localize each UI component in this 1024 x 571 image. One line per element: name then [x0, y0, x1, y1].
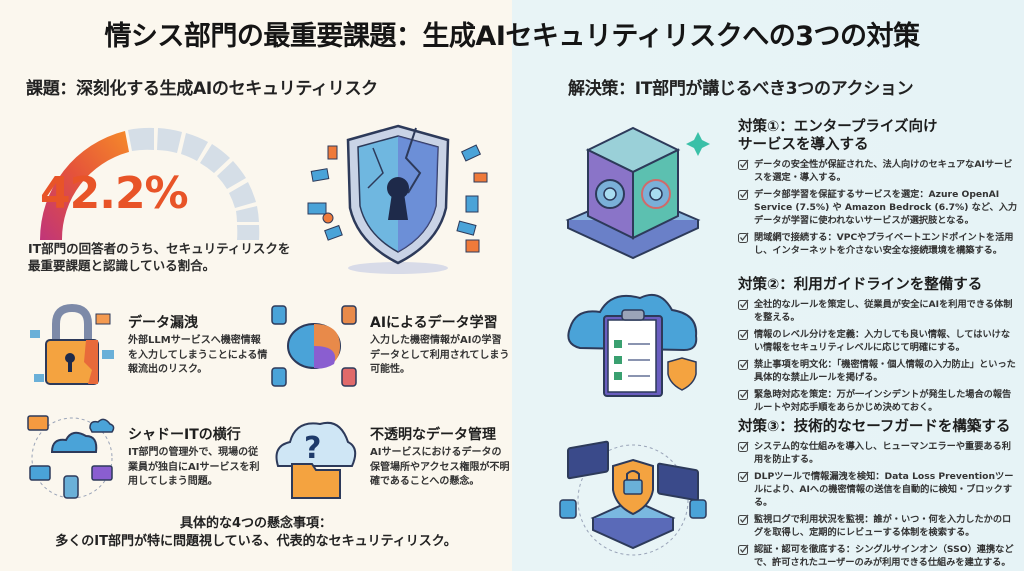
checkbox-icon	[738, 389, 749, 400]
checklist-item: 認証・認可を徹底する：シングルサインオン（SSO）連携などで、許可されたユーザー…	[738, 543, 1018, 569]
checklist-item: データ部学習を保証するサービスを選定：Azure OpenAI Service …	[738, 188, 1018, 227]
action-title: 対策①：エンタープライズ向けサービスを導入する	[738, 119, 938, 153]
risk-title: AIによるデータ学習	[370, 315, 498, 331]
checkbox-icon	[738, 514, 749, 525]
risk-desc: 外部LLMサービスへ機密情報を入力してしまうことによる情報流出のリスク。	[128, 335, 268, 375]
risk-item-ai-learning: AIによるデータ学習 入力した機密情報がAIの学習データとして利用されてしまう可…	[268, 300, 510, 400]
checklist-item: データの安全性が保証された、法人向けのセキュアなAIサービスを選定・導入する。	[738, 158, 1018, 184]
risk-item-opaque-data: ? 不透明なデータ管理 AIサービスにおけるデータの保管場所やアクセス権限が不明…	[268, 412, 510, 512]
checkbox-icon	[738, 441, 749, 452]
checklist-item: 監視ログで利用状況を監視：誰が・いつ・何を入力したかのログを取得し、定期的にレビ…	[738, 513, 1018, 539]
action-title: 対策②：利用ガイドラインを整備する	[738, 277, 983, 293]
footer-line-2: 多くのIT部門が特に問題視している、代表的なセキュリティリスク。	[55, 534, 457, 549]
main-title: 情シス部門の最重要課題：生成AIセキュリティリスクへの3つの対策	[104, 21, 920, 52]
section-title-solution: 解決策：IT部門が講じるべき3つのアクション	[568, 79, 914, 99]
checklist-item: 禁止事項を明文化：「機密情報・個人情報の入力防止」といった具体的な禁止ルールを掲…	[738, 358, 1018, 384]
action-2: 対策②：利用ガイドラインを整備する 全社的なルールを策定し、従業員が安全にAIを…	[738, 276, 1018, 418]
risk-title: データ漏洩	[128, 315, 198, 331]
action-checklist: 全社的なルールを策定し、従業員が安全にAIを利用できる体制を整える。 情報のレベ…	[738, 298, 1018, 414]
risk-title: 不透明なデータ管理	[370, 427, 496, 443]
checklist-item: システム的な仕組みを導入し、ヒューマンエラーや重要ある利用を防止する。	[738, 440, 1018, 466]
shadow-it-network-icon	[27, 415, 115, 499]
checklist-item: DLPツールで情報漏洩を検知：Data Loss Preventionツールによ…	[738, 470, 1018, 509]
secure-vault-icon	[565, 126, 710, 260]
risk-desc: IT部門の管理外で、現場の従業員が独自にAIサービスを利用してしまう問題。	[128, 447, 260, 487]
action-3: 対策③：技術的なセーフガードを構築する システム的な仕組みを導入し、ヒューマンエ…	[738, 418, 1018, 571]
footer-note: 具体的な4つの懸念事項： 多くのIT部門が特に問題視している、代表的なセキュリテ…	[0, 515, 512, 551]
cloud-question-folder-icon: ?	[275, 421, 357, 499]
risk-desc: AIサービスにおけるデータの保管場所やアクセス権限が不明確であることへの懸念。	[370, 447, 510, 487]
action-checklist: データの安全性が保証された、法人向けのセキュアなAIサービスを選定・導入する。 …	[738, 158, 1018, 257]
checklist-item: 閉域網で接続する：VPCやプライベートエンドポイントを活用し、インターネットを介…	[738, 231, 1018, 257]
broken-shield-icon	[307, 124, 488, 274]
ai-brain-database-icon	[271, 305, 357, 387]
action-checklist: システム的な仕組みを導入し、ヒューマンエラーや重要ある利用を防止する。 DLPツ…	[738, 440, 1018, 569]
section-title-challenge: 課題：深刻化する生成AIのセキュリティリスク	[26, 79, 378, 99]
checkbox-icon	[738, 189, 749, 200]
risk-desc: 入力した機密情報がAIの学習データとして利用されてしまう可能性。	[370, 335, 510, 375]
checkbox-icon	[738, 159, 749, 170]
checkbox-icon	[738, 329, 749, 340]
checkbox-icon	[738, 299, 749, 310]
checklist-item: 全社的なルールを策定し、従業員が安全にAIを利用できる体制を整える。	[738, 298, 1018, 324]
risk-item-shadow-it: シャドーITの横行 IT部門の管理外で、現場の従業員が独自にAIサービスを利用し…	[26, 412, 266, 512]
action-1: 対策①：エンタープライズ向けサービスを導入する データの安全性が保証された、法人…	[738, 118, 1018, 261]
checkbox-icon	[738, 544, 749, 555]
checklist-item: 緊急時対応を策定：万が一インシデントが発生した場合の報告ルートや対応手順をあらか…	[738, 388, 1018, 414]
guideline-clipboard-icon	[567, 294, 698, 397]
broken-padlock-icon	[30, 303, 114, 385]
gauge-value: 42.2%	[40, 168, 189, 219]
svg-text:?: ?	[304, 431, 321, 466]
checkbox-icon	[738, 359, 749, 370]
risk-title: シャドーITの横行	[128, 427, 241, 443]
gauge-chart	[39, 127, 260, 240]
checkbox-icon	[738, 232, 749, 243]
checkbox-icon	[738, 471, 749, 482]
checklist-item: 情報のレベル分けを定義：入力しても良い情報、してはいけない情報をセキュリティレベ…	[738, 328, 1018, 354]
action-title: 対策③：技術的なセーフガードを構築する	[738, 419, 1011, 435]
footer-line-1: 具体的な4つの懸念事項：	[179, 516, 333, 531]
risk-item-data-leak: データ漏洩 外部LLMサービスへ機密情報を入力してしまうことによる情報流出のリス…	[26, 300, 268, 400]
gauge-caption: IT部門の回答者のうち、セキュリティリスクを最重要課題と認識している割合。	[28, 241, 291, 273]
technical-safeguard-icon	[559, 440, 707, 556]
